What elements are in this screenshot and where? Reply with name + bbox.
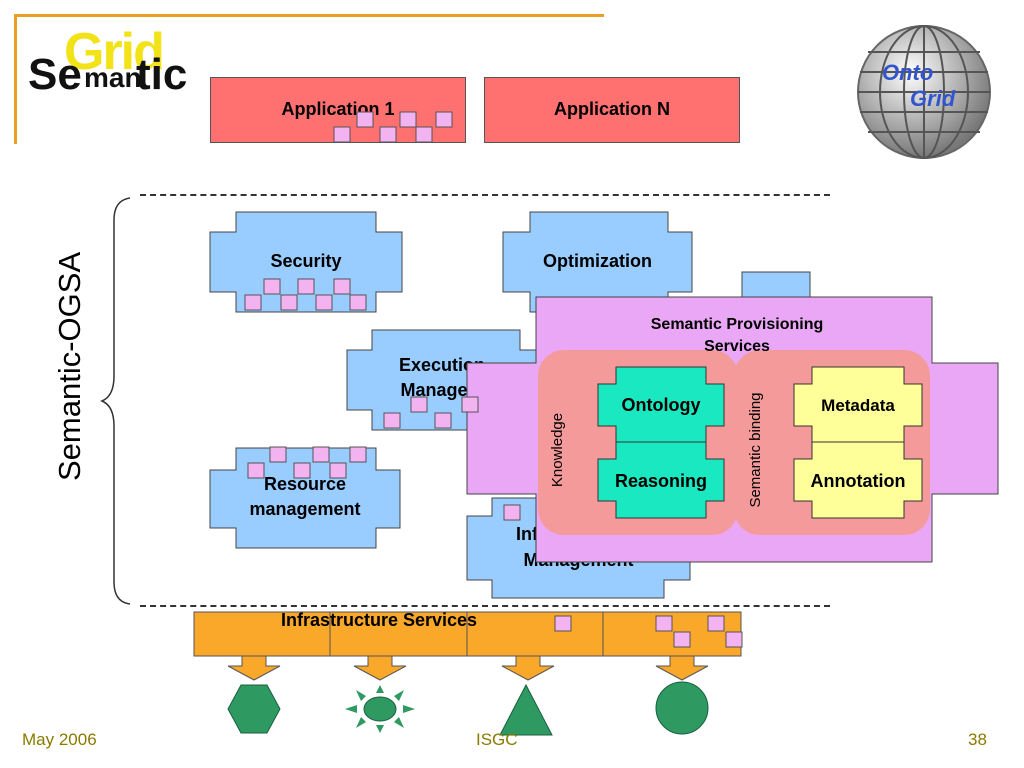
footer-page-number: 38: [968, 730, 987, 749]
down-arrow-1: [227, 655, 281, 681]
resource-label-1: Resource: [263, 474, 347, 494]
triangle-icon: [499, 683, 553, 736]
down-arrow-3: [501, 655, 555, 681]
globe-icon: [857, 25, 991, 159]
provisioning-title-2: Services: [704, 338, 770, 355]
metadata-label: Metadata: [821, 396, 895, 415]
accent-line-left: [14, 14, 17, 144]
reasoning-label: Reasoning: [614, 471, 707, 491]
logo-suffix: tic: [136, 50, 188, 99]
reasoning-box: [597, 441, 725, 519]
provisioning-title-1: Semantic Provisioning: [650, 316, 824, 333]
brace-icon: [100, 197, 131, 605]
security-service-box: [209, 211, 403, 313]
logo-prefix: Se: [28, 50, 82, 99]
execution-label-2: Managem: [400, 380, 484, 400]
sun-icon: [345, 685, 415, 733]
info-label-1: Inf: [516, 524, 538, 544]
footer-center: ISGC: [476, 730, 518, 749]
hexagon-icon: [227, 684, 281, 734]
execution-label-1: Execution: [398, 355, 486, 375]
ontogrid-logo: Onto Grid: [852, 22, 997, 162]
dashed-line-bottom: [140, 605, 830, 607]
application-n-label: Application N: [554, 99, 670, 119]
onto-logo-line1: Onto: [882, 60, 934, 85]
resource-label-2: management: [249, 499, 361, 519]
accent-line-top: [14, 14, 604, 17]
semantic-grid-logo: Grid Se man tic: [28, 22, 198, 112]
dashed-line-top: [140, 194, 830, 196]
security-label: Security: [270, 251, 342, 271]
footer-date: May 2006: [22, 730, 97, 749]
ontology-label: Ontology: [621, 395, 701, 415]
down-arrow-2: [353, 655, 407, 681]
application-n-box: Application N: [484, 77, 740, 143]
logo-middle: man: [84, 62, 142, 93]
onto-logo-line2: Grid: [910, 86, 956, 111]
optimization-label: Optimization: [543, 251, 652, 271]
circle-icon: [655, 681, 709, 735]
infrastructure-label: Infrastructure Services: [280, 610, 478, 630]
annotation-box: [793, 441, 923, 519]
annotation-label: Annotation: [810, 471, 906, 491]
down-arrow-4: [655, 655, 709, 681]
logo-overlay-text: Grid: [64, 23, 165, 81]
